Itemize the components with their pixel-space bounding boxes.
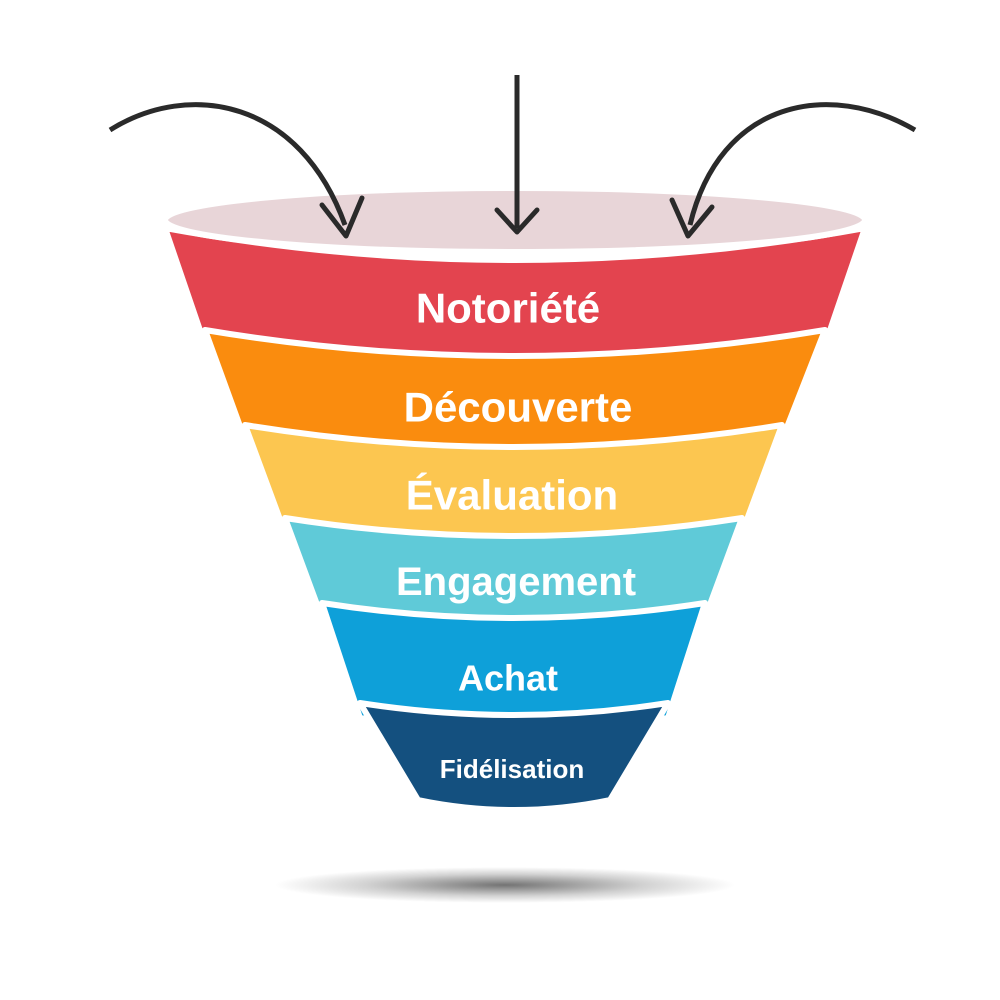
stage-label-fidelisation: Fidélisation — [440, 754, 584, 784]
stage-label-decouverte: Découverte — [404, 384, 633, 431]
stage-label-engagement: Engagement — [396, 560, 636, 604]
curved-arrow-left-icon — [108, 102, 348, 226]
straight-arrow-down-head — [494, 207, 540, 235]
funnel-shadow — [275, 867, 735, 903]
funnel-band-6 — [357, 700, 671, 813]
stage-label-evaluation: Évaluation — [406, 472, 618, 519]
curved-arrow-right-head — [669, 197, 715, 239]
stage-label-notoriete: Notoriété — [416, 285, 600, 332]
stage-label-achat: Achat — [458, 658, 558, 699]
curved-arrow-right-icon — [687, 102, 917, 226]
curved-arrow-left-head — [319, 195, 365, 239]
